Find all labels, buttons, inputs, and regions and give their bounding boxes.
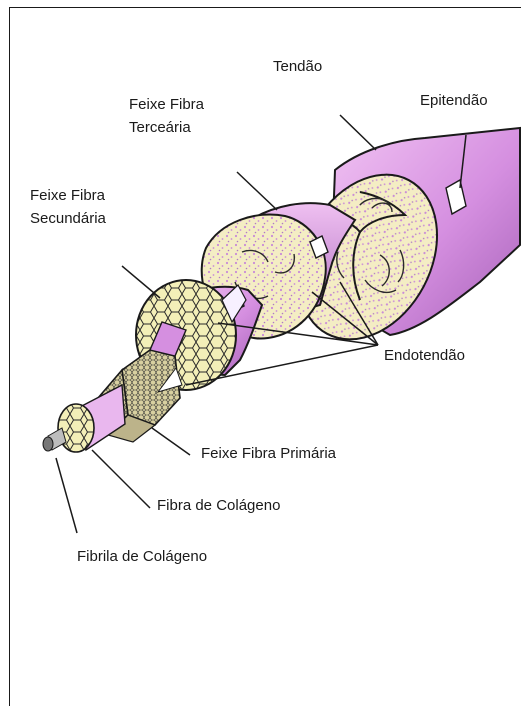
label-tertiary-line2: Terceária bbox=[129, 118, 191, 138]
label-primary-bundle: Feixe Fibra Primária bbox=[201, 444, 336, 464]
collagen-fibril bbox=[43, 428, 66, 451]
collagen-fiber bbox=[58, 385, 125, 452]
label-tertiary-line1: Feixe Fibra bbox=[129, 95, 204, 115]
label-collagen-fibril: Fibrila de Colágeno bbox=[77, 547, 207, 567]
label-tendon: Tendão bbox=[273, 57, 322, 77]
label-endotenon: Endotendão bbox=[384, 346, 465, 366]
label-secondary-line2: Secundária bbox=[30, 209, 106, 229]
label-epitenon: Epitendão bbox=[420, 91, 488, 111]
label-secondary-line1: Feixe Fibra bbox=[30, 186, 105, 206]
label-collagen-fiber: Fibra de Colágeno bbox=[157, 496, 280, 516]
